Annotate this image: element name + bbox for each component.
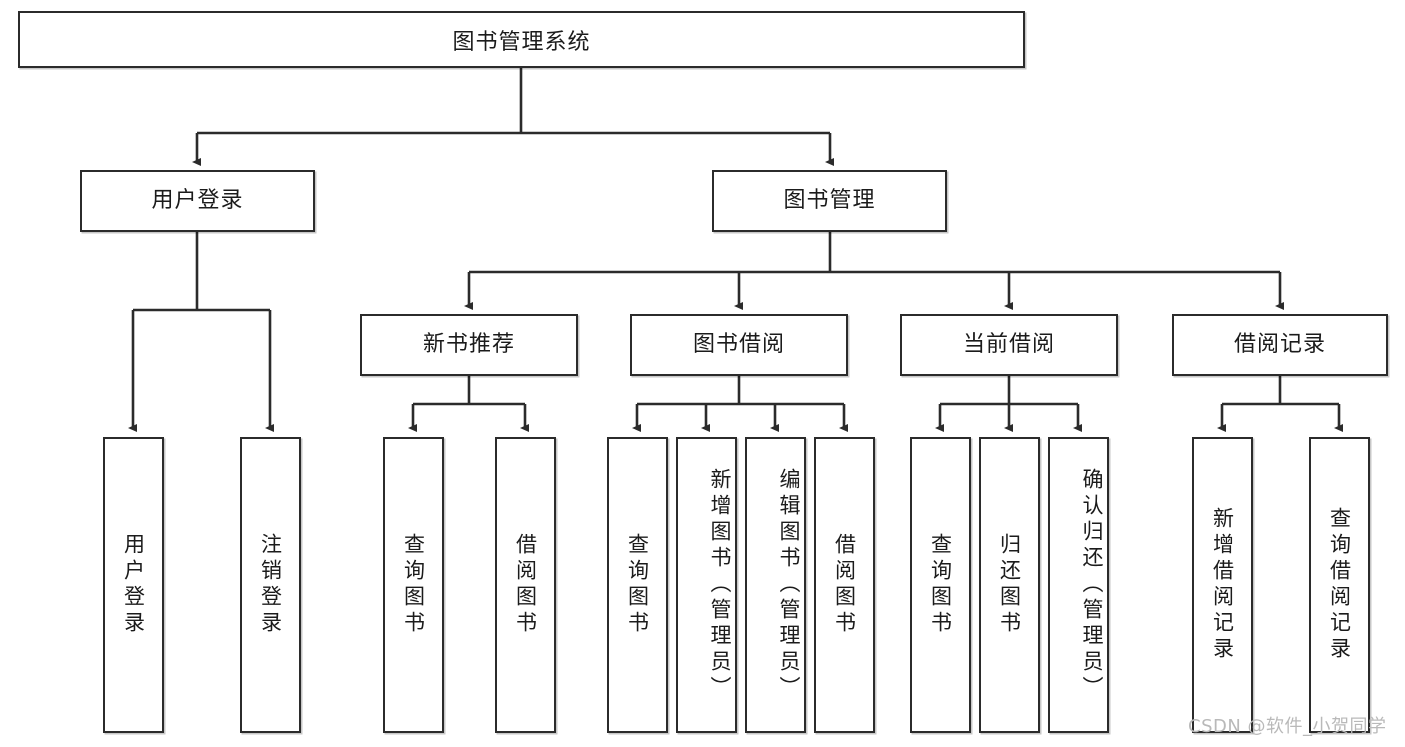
node-book-management[interactable]: 图书管理 [712, 170, 947, 232]
node-book-borrow[interactable]: 图书借阅 [630, 314, 848, 376]
node-label: 图书管理系统 [452, 29, 591, 55]
leaf-borrow-book-newbook[interactable]: 借阅图书 [495, 437, 556, 733]
leaf-return-book[interactable]: 归还图书 [979, 437, 1040, 733]
node-borrow-record[interactable]: 借阅记录 [1172, 314, 1388, 376]
node-label: 归还图书 [997, 533, 1022, 637]
node-label: 新书推荐 [422, 331, 515, 357]
node-label: 新增借阅记录 [1210, 507, 1235, 663]
node-label: 当前借阅 [962, 331, 1055, 357]
leaf-query-book-borrow[interactable]: 查询图书 [607, 437, 668, 733]
node-current-borrow[interactable]: 当前借阅 [900, 314, 1118, 376]
leaf-query-borrow-record[interactable]: 查询借阅记录 [1309, 437, 1370, 733]
node-label: 查询图书 [928, 533, 953, 637]
leaf-query-book-current[interactable]: 查询图书 [910, 437, 971, 733]
node-label: 查询借阅记录 [1327, 507, 1352, 663]
node-label: 借阅图书 [513, 533, 538, 637]
node-label: 新增图书（管理员） [708, 468, 732, 702]
node-label: 查询图书 [401, 533, 426, 637]
leaf-confirm-return-admin[interactable]: 确认归还（管理员） [1048, 437, 1109, 733]
leaf-edit-book-admin[interactable]: 编辑图书（管理员） [745, 437, 806, 733]
node-label: 图书管理 [783, 187, 876, 213]
csdn-watermark: CSDN @软件_小贺同学 [1188, 716, 1387, 737]
leaf-add-book-admin[interactable]: 新增图书（管理员） [676, 437, 737, 733]
node-root-system[interactable]: 图书管理系统 [18, 11, 1025, 68]
node-user-login[interactable]: 用户登录 [80, 170, 315, 232]
node-label: 借阅图书 [832, 533, 857, 637]
node-label: 编辑图书（管理员） [777, 468, 801, 702]
node-label: 借阅记录 [1233, 331, 1326, 357]
node-label: 用户登录 [121, 533, 146, 637]
node-label: 用户登录 [151, 187, 244, 213]
node-label: 确认归还（管理员） [1080, 468, 1104, 702]
node-label: 注销登录 [258, 533, 283, 637]
node-label: 图书借阅 [692, 331, 785, 357]
leaf-logout[interactable]: 注销登录 [240, 437, 301, 733]
node-new-book-recommend[interactable]: 新书推荐 [360, 314, 578, 376]
leaf-add-borrow-record[interactable]: 新增借阅记录 [1192, 437, 1253, 733]
leaf-borrow-book[interactable]: 借阅图书 [814, 437, 875, 733]
leaf-query-book-newbook[interactable]: 查询图书 [383, 437, 444, 733]
node-label: 查询图书 [625, 533, 650, 637]
leaf-user-login[interactable]: 用户登录 [103, 437, 164, 733]
